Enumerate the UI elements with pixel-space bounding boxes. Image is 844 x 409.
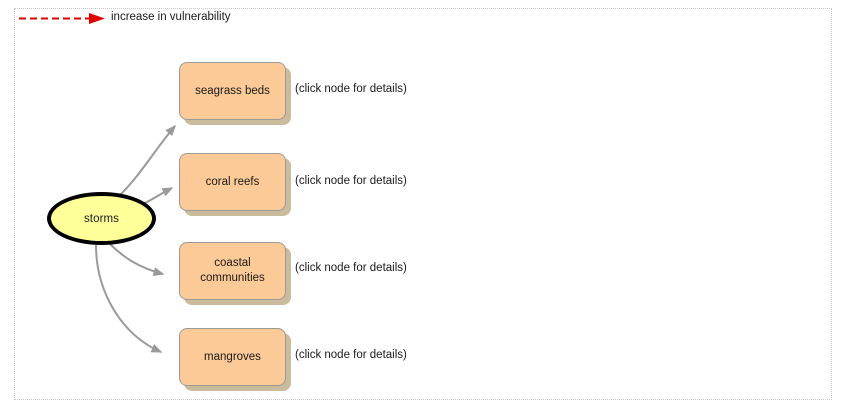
legend: increase in vulnerability [19,7,231,29]
node-mangroves-shape [179,328,286,386]
node-coral-reefs-hint: (click node for details) [295,175,407,187]
node-storms-label: storms [83,212,120,225]
legend-label: increase in vulnerability [111,11,231,24]
node-seagrass-beds-label: seagrass beds [195,84,270,97]
node-coastal-communities-label: coastal communities [200,257,265,284]
node-mangroves-hint: (click node for details) [295,349,407,361]
node-seagrass-beds-shape [179,62,286,120]
node-coral-reefs-shape [179,153,286,211]
dashed-arrow-icon [19,11,107,25]
node-storms[interactable]: storms [47,192,156,245]
node-coastal-communities[interactable]: coastal communities [179,242,291,305]
node-coastal-communities-shape [179,242,286,300]
node-seagrass-beds-hint: (click node for details) [295,83,407,95]
node-storms-shape [47,192,156,245]
node-seagrass-beds[interactable]: seagrass beds [179,62,291,125]
node-coastal-communities-hint: (click node for details) [295,262,407,274]
node-coral-reefs-label: coral reefs [205,175,260,188]
node-mangroves-label: mangroves [204,350,261,363]
node-coral-reefs[interactable]: coral reefs [179,153,291,216]
node-mangroves[interactable]: mangroves [179,328,291,391]
